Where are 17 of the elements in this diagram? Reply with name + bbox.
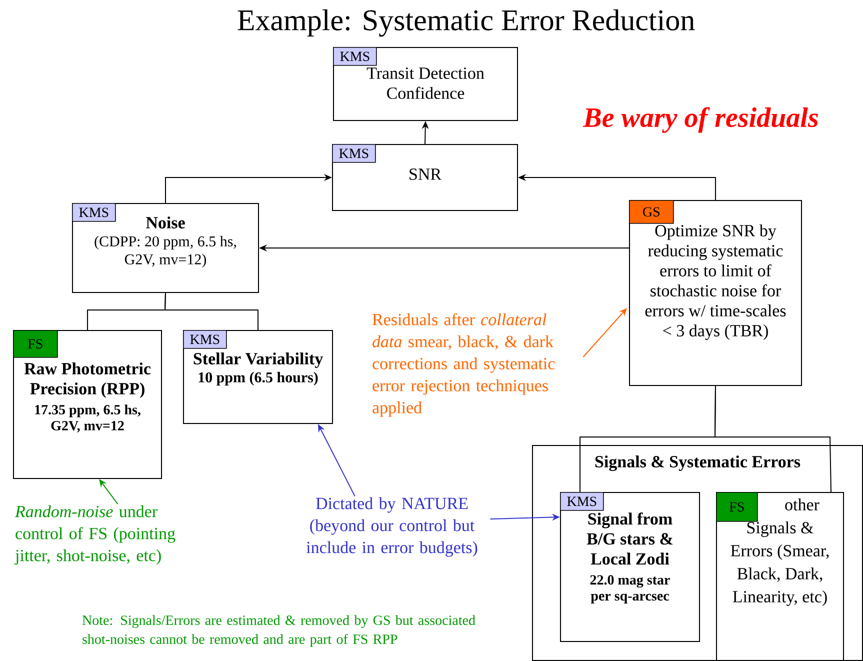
team-tag: KMS xyxy=(333,47,377,66)
connector-line xyxy=(164,292,258,330)
title: Example: Systematic Error Reduction xyxy=(238,9,695,37)
team-tag: FS xyxy=(716,492,758,522)
callout-text: Be wary of residuals xyxy=(582,107,818,133)
team-tag: KMS xyxy=(183,330,227,349)
connector-line xyxy=(714,386,832,492)
leader-line xyxy=(582,308,627,358)
team-tag: FS xyxy=(13,330,58,358)
note-text: Note: Signals/Errors are estimated & removed by GS but associated shot-noises cannot be removed and are part of FS RPP xyxy=(82,615,476,647)
annotation-text: Random-noise under control of FS (pointing jitter, shot-noise, etc) xyxy=(14,505,176,565)
team-tag: GS xyxy=(629,200,674,224)
annotation-text: Dictated by NATURE (beyond our control but include in error budgets) xyxy=(306,497,478,557)
team-tag: KMS xyxy=(560,492,604,511)
team-tag: KMS xyxy=(72,203,116,222)
annotation-text: Residuals after collateral data smear, black, & dark corrections and systematic error rejection techniques applied xyxy=(372,313,555,417)
team-tag: KMS xyxy=(332,144,376,163)
